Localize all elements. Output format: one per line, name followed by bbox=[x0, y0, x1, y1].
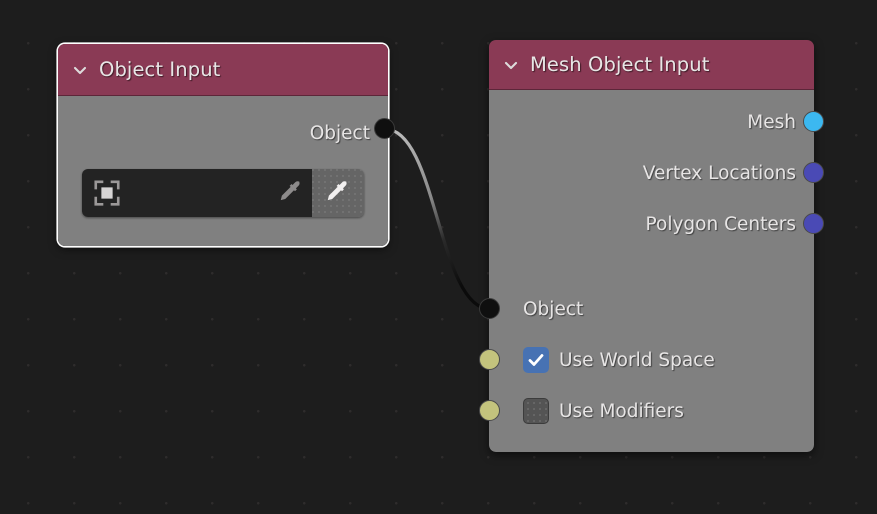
output-row-mesh[interactable]: Mesh bbox=[489, 107, 814, 137]
node-object-input[interactable]: Object Input Object bbox=[58, 44, 395, 246]
output-label-vertex-locations: Vertex Locations bbox=[642, 162, 796, 184]
output-row-object[interactable]: Object bbox=[58, 118, 388, 148]
output-row-polygon-centers[interactable]: Polygon Centers bbox=[489, 209, 814, 239]
output-socket-polygon-centers[interactable] bbox=[803, 213, 824, 234]
input-socket-use-world-space[interactable] bbox=[479, 349, 500, 370]
output-socket-object[interactable] bbox=[374, 118, 395, 139]
object-icon bbox=[94, 180, 120, 206]
output-socket-mesh[interactable] bbox=[803, 111, 824, 132]
output-label-polygon-centers: Polygon Centers bbox=[645, 213, 796, 235]
node-title: Object Input bbox=[99, 58, 221, 81]
object-datablock-field[interactable] bbox=[82, 169, 364, 217]
node-mesh-object-input[interactable]: Mesh Object Input Mesh Vertex Locations … bbox=[479, 40, 824, 452]
node-body-object-input: Object bbox=[58, 96, 388, 246]
output-label-object: Object bbox=[309, 122, 370, 144]
input-label-object: Object bbox=[523, 298, 584, 320]
input-label-use-modifiers: Use Modifiers bbox=[559, 400, 684, 422]
node-body-mesh-object-input: Mesh Vertex Locations Polygon Centers Ob… bbox=[489, 90, 814, 452]
node-title: Mesh Object Input bbox=[530, 53, 710, 76]
eyedropper-icon[interactable] bbox=[276, 178, 306, 208]
input-row-object[interactable]: Object bbox=[489, 294, 814, 324]
node-link-object[interactable] bbox=[383, 127, 492, 311]
input-socket-use-modifiers[interactable] bbox=[479, 400, 500, 421]
check-icon bbox=[528, 354, 544, 366]
input-row-use-world-space[interactable]: Use World Space bbox=[489, 345, 814, 375]
chevron-down-icon[interactable] bbox=[503, 57, 519, 73]
input-row-use-modifiers[interactable]: Use Modifiers bbox=[489, 396, 814, 426]
input-socket-object[interactable] bbox=[479, 298, 500, 319]
output-socket-vertex-locations[interactable] bbox=[803, 162, 824, 183]
output-label-mesh: Mesh bbox=[747, 111, 796, 133]
eyedropper-icon bbox=[327, 181, 347, 201]
output-row-vertex-locations[interactable]: Vertex Locations bbox=[489, 158, 814, 188]
node-header-mesh-object-input[interactable]: Mesh Object Input bbox=[489, 40, 814, 90]
checkbox-use-world-space[interactable] bbox=[523, 347, 549, 373]
checkbox-use-modifiers[interactable] bbox=[523, 398, 549, 424]
object-field-input[interactable] bbox=[82, 169, 312, 217]
eyedropper-button[interactable] bbox=[312, 169, 364, 217]
input-label-use-world-space: Use World Space bbox=[559, 349, 715, 371]
chevron-down-icon[interactable] bbox=[72, 62, 88, 78]
node-header-object-input[interactable]: Object Input bbox=[58, 44, 388, 96]
